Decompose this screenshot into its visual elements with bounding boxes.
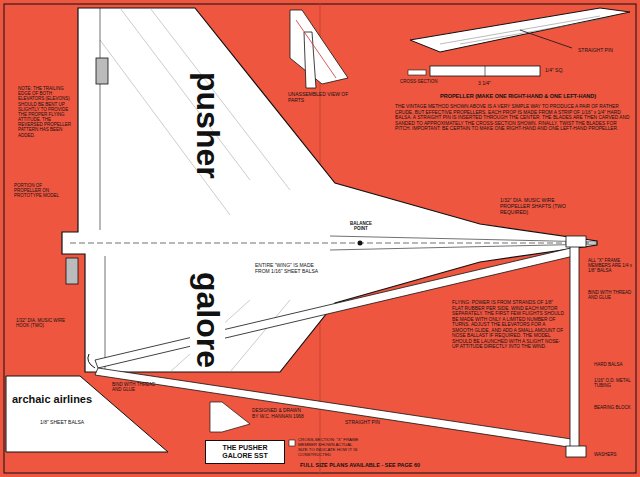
part-label: BIND WITH THREAD AND GLUE <box>588 290 634 300</box>
material-note: ALL "X" FRAME MEMBERS ARE 1/4 x 1/8" BAL… <box>588 258 634 274</box>
plans-caption: FULL SIZE PLANS AVAILABLE - SEE PAGE 60 <box>300 462 420 468</box>
part-label: PORTION OF PROPELLER ON PROTOTYPE MODEL <box>14 183 60 199</box>
balsa-grain <box>100 8 290 372</box>
blade-shading <box>440 16 610 44</box>
wing-lettering: pusher <box>190 72 225 179</box>
propeller <box>66 258 78 284</box>
frame-member <box>95 368 578 448</box>
dimension: 3 1/4" <box>478 81 491 87</box>
frame-section <box>289 440 295 446</box>
unassembled-frame <box>296 20 336 78</box>
part-label: 1/32" DIA. MUSIC WIRE HOOK (TWO) <box>16 318 68 328</box>
balance-note: BALANCE POINT <box>344 221 378 231</box>
fuselage-line <box>330 244 597 250</box>
view-label: UNASSEMBLED VIEW OF PARTS <box>288 92 360 104</box>
dimension: 1/4" SQ. <box>545 68 564 74</box>
building-note: NOTE: THE TRAILING EDGE OF BOTH ELEVATOR… <box>18 86 74 138</box>
material-note: ENTIRE "WING" IS MADE FROM 1/16" SHEET B… <box>255 263 329 275</box>
fin-lettering: archaic airlines <box>12 393 92 406</box>
propeller-blade <box>410 8 630 52</box>
grain-line <box>230 300 290 372</box>
part-label: WASHERS <box>594 452 634 457</box>
fin <box>6 376 168 452</box>
part-label: 1/16" O.D. METAL TUBING <box>594 378 634 388</box>
propeller-blank <box>430 66 540 76</box>
bearing-block <box>566 446 586 457</box>
part-label: STRAIGHT PIN <box>345 420 380 426</box>
title-box: THE PUSHER GALORE SST <box>205 440 285 464</box>
credit-note: DESIGNED & DRAWN BY W.C. HANNAN 1968 <box>252 408 308 419</box>
elevon-hinge <box>100 8 101 230</box>
material-note: 1/8" SHEET BALSA <box>40 420 84 426</box>
center-line <box>70 243 590 244</box>
building-note: THE VINTAGE METHOD SHOWN ABOVE IS A VERY… <box>395 104 633 132</box>
elevon-hinge <box>105 256 106 372</box>
pin-hole <box>485 66 486 76</box>
blade-section <box>408 70 426 75</box>
grain-line <box>150 8 290 190</box>
part-label: BEARING BLOCK <box>594 405 634 410</box>
part-label: STRAIGHT PIN <box>578 48 613 54</box>
flying-note: FLYING: POWER IS FROM STRANDS OF 1/8" FL… <box>452 300 564 350</box>
section-note: CROSS-SECTION: "X" FRAME MEMBER SHOWN AC… <box>298 438 360 458</box>
balance-mark <box>358 241 363 246</box>
frame-member <box>95 247 578 368</box>
part-label: BIND WITH THREAD AND GLUE <box>112 382 162 392</box>
bearing-block <box>566 236 586 247</box>
straight-pin <box>520 30 572 48</box>
part-label: 1/32" DIA. MUSIC WIRE PROPELLER SHAFTS (… <box>500 198 582 215</box>
part-label: PROPELLER (MAKE ONE RIGHT-HAND & ONE LEF… <box>440 93 596 99</box>
unassembled-wing <box>290 10 348 84</box>
sheet-border <box>4 4 636 473</box>
plane-icon <box>210 402 250 432</box>
fuselage-line <box>330 236 597 242</box>
wire-hook <box>88 354 95 368</box>
wing-lettering: galore <box>190 272 225 368</box>
delta-wing <box>62 8 597 372</box>
part-label: CROSS-SECTION <box>400 79 438 84</box>
grain-line <box>100 40 230 215</box>
shade-line <box>460 18 610 44</box>
frame-member <box>570 245 579 450</box>
propeller <box>96 58 108 84</box>
part-label: HARD BALSA <box>594 362 634 367</box>
